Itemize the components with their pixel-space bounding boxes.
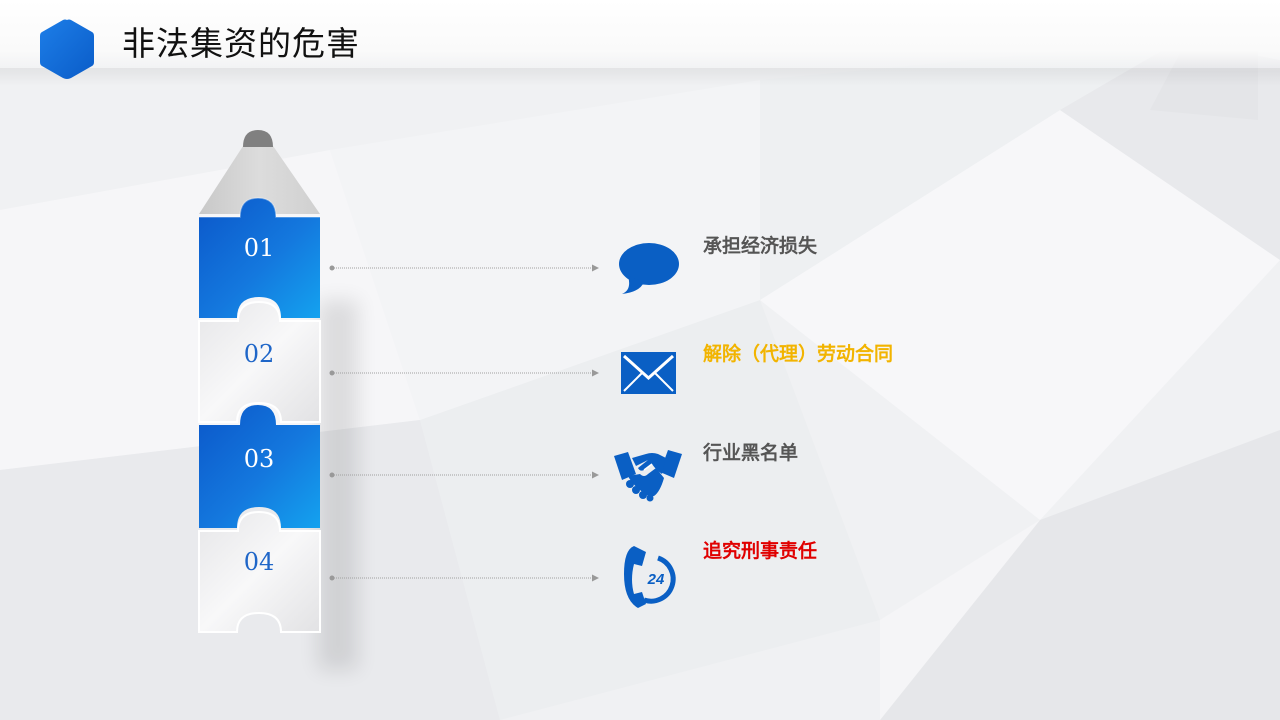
pencil-shadow — [318, 300, 358, 670]
envelope-icon — [621, 352, 676, 394]
connector-line-3 — [329, 471, 599, 479]
hexagon-icon — [40, 19, 94, 79]
phone-24-icon: 24 — [624, 546, 676, 608]
header-shadow — [0, 68, 1280, 86]
step-label-2: 解除（代理）劳动合同 — [703, 343, 894, 365]
page-title: 非法集资的危害 — [122, 24, 360, 63]
speech-bubble-icon — [619, 243, 679, 294]
tile-01 — [199, 197, 320, 318]
pencil-cone — [199, 143, 320, 214]
step-label-1: 承担经济损失 — [703, 235, 818, 257]
tile-04 — [198, 510, 321, 633]
step-label-4: 追究刑事责任 — [703, 540, 818, 562]
step-number-02: 02 — [243, 340, 275, 368]
phone-24-label: 24 — [647, 571, 665, 588]
pencil-tip — [243, 130, 273, 147]
tile-02 — [198, 300, 321, 423]
connector-line-4 — [329, 574, 599, 582]
connector-line-2 — [329, 369, 599, 377]
header-bar — [0, 0, 1280, 72]
step-number-04: 04 — [243, 548, 275, 576]
step-label-3: 行业黑名单 — [703, 442, 799, 464]
handshake-icon — [614, 450, 682, 502]
step-number-01: 01 — [243, 234, 275, 262]
step-number-03: 03 — [243, 445, 275, 473]
tile-03 — [199, 405, 320, 528]
connector-line-1 — [329, 264, 599, 272]
